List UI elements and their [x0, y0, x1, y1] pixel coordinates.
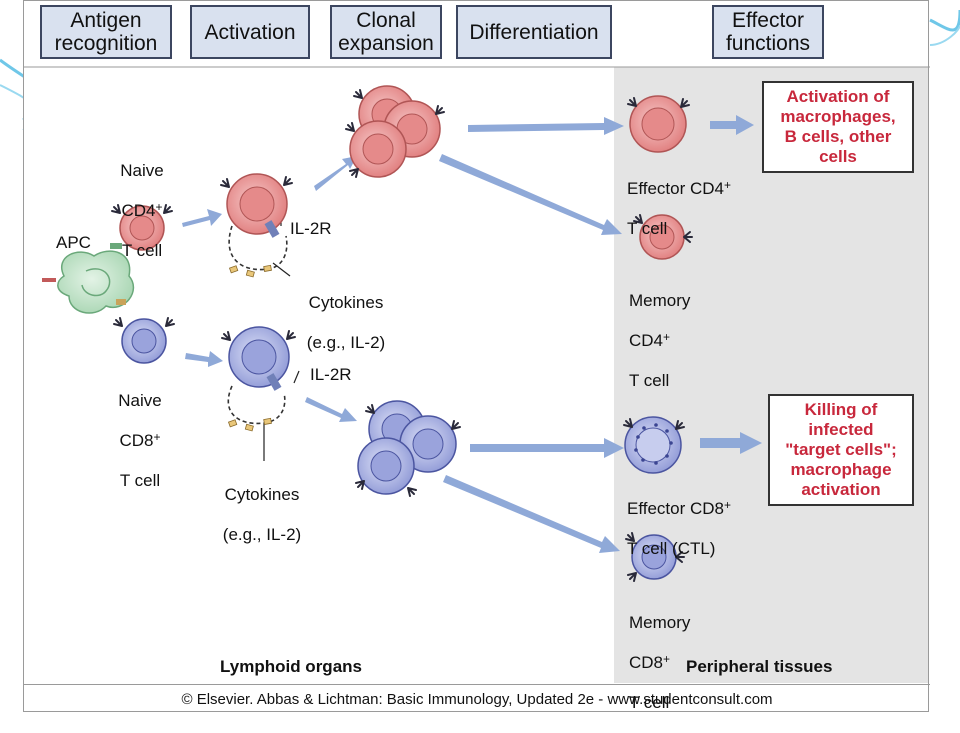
cytokines-top-line2: (e.g., IL-2)	[306, 333, 386, 352]
il2r-top-label: IL-2R	[290, 219, 332, 238]
arrow-cd8-to-effector	[470, 438, 624, 458]
effector-cd8-line1: Effector CD8+	[627, 498, 732, 518]
cytokines-top-line1: Cytokines	[308, 293, 384, 312]
il2r-bottom-label: IL-2R	[310, 365, 352, 384]
naive-cd8-cell	[121, 318, 167, 364]
arrow-activated-cd4-to-expansion	[314, 156, 357, 191]
memory-cd8-line3: T cell	[629, 693, 670, 712]
arrow-naive-cd4-to-activated	[182, 209, 222, 227]
cd4-effect-line4: cells	[819, 147, 857, 166]
memory-cd4-line2: CD4+	[629, 330, 671, 350]
memory-cd8-line1: Memory	[629, 613, 691, 632]
cytokines-bottom-label: Cytokines (e.g., IL-2)	[210, 465, 314, 565]
effector-cd4-cell	[629, 95, 687, 153]
memory-cd4-line1: Memory	[629, 291, 691, 310]
apc-cell	[42, 243, 135, 314]
effector-cd4-line2: T cell	[627, 219, 668, 238]
stage-activation: Activation	[190, 5, 310, 59]
memory-cd8-label: Memory CD8+ T cell	[629, 593, 690, 733]
cd8-effect-box: Killing of infected "target cells"; macr…	[768, 394, 914, 506]
effector-cd8-label: Effector CD8+ T cell (CTL)	[627, 479, 731, 579]
naive-cd8-label-line1: Naive	[118, 391, 162, 410]
arrow-cd8-to-memory	[443, 475, 620, 553]
footer-rule	[24, 684, 930, 685]
effector-cd4-line1: Effector CD4+	[627, 178, 732, 198]
cytokines-bottom-line2: (e.g., IL-2)	[222, 525, 302, 544]
cytokines-top-label: Cytokines (e.g., IL-2)	[294, 273, 398, 373]
arrow-group	[182, 115, 762, 553]
naive-cd4-label: Naive CD4+ T cell	[112, 141, 172, 281]
cytokine-loop-bottom	[227, 385, 286, 425]
naive-cd8-label: Naive CD8+ T cell	[108, 371, 172, 511]
naive-cd4-cell	[119, 205, 165, 251]
naive-cd8-label-line3: T cell	[119, 471, 161, 490]
cd4-effect-box: Activation of macrophages, B cells, othe…	[762, 81, 914, 173]
cd8-effect-line5: activation	[801, 480, 881, 499]
arrow-naive-cd8-to-activated	[185, 351, 223, 367]
arrow-cd4-to-effector	[468, 117, 624, 135]
naive-cd8-label-line2: CD8+	[119, 430, 161, 450]
lymphoid-organs-label: Lymphoid organs	[220, 657, 362, 676]
cytokine-molecules	[227, 264, 272, 432]
apc-label: APC	[56, 233, 91, 252]
t-cell-receptors	[111, 89, 693, 582]
cd8-clonal-expansion	[357, 400, 457, 495]
cd4-effect-line1: Activation of	[786, 87, 890, 106]
cd4-clonal-expansion	[349, 85, 441, 178]
memory-cd4-line3: T cell	[629, 371, 670, 390]
activated-cd4-cell	[226, 173, 288, 238]
stage-effector-functions: Effector functions	[712, 5, 824, 59]
stage-antigen-recognition: Antigen recognition	[40, 5, 172, 59]
cd8-effect-line2: infected	[808, 420, 874, 439]
naive-cd4-label-line2: CD4+	[121, 200, 163, 220]
arrow-effector-cd4-to-effect	[710, 115, 754, 135]
effector-cd8-cell	[624, 416, 682, 474]
copyright-credit: © Elsevier. Abbas & Lichtman: Basic Immu…	[181, 691, 773, 708]
cytokines-bottom-line1: Cytokines	[224, 485, 300, 504]
memory-cd4-label: Memory CD4+ T cell	[629, 271, 690, 411]
immune-response-figure: Antigen recognition Activation Clonal ex…	[23, 0, 930, 712]
cd8-effect-line4: macrophage	[790, 460, 892, 479]
stage-clonal-expansion: Clonal expansion	[330, 5, 442, 59]
cd4-effect-line3: B cells, other	[784, 127, 892, 146]
cd8-effect-line1: Killing of	[804, 400, 878, 419]
memory-cd4-cell	[639, 214, 685, 260]
arrow-cd4-to-memory	[439, 154, 622, 235]
naive-cd4-label-line3: T cell	[121, 241, 163, 260]
memory-cd8-line2: CD8+	[629, 652, 671, 672]
effector-cd8-line2: T cell (CTL)	[627, 539, 716, 558]
cd8-effect-line3: "target cells";	[785, 440, 897, 459]
naive-cd4-label-line1: Naive	[120, 161, 164, 180]
effector-cd4-label: Effector CD4+ T cell	[627, 159, 731, 259]
stage-differentiation: Differentiation	[456, 5, 612, 59]
arrow-activated-cd8-to-expansion	[305, 397, 357, 422]
peripheral-tissues-label: Peripheral tissues	[686, 657, 833, 676]
activated-cd8-cell	[228, 326, 290, 391]
cd4-effect-line2: macrophages,	[780, 107, 896, 126]
arrow-effector-cd8-to-effect	[700, 432, 762, 454]
